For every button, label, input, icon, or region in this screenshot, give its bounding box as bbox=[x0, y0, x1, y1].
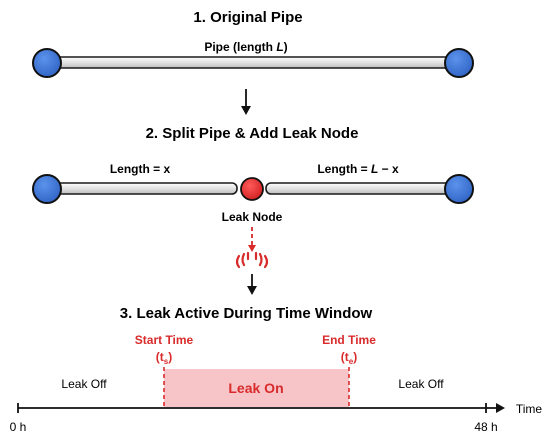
leak-spray-icon bbox=[235, 251, 269, 269]
arrow-down-icon bbox=[241, 89, 251, 115]
split-node-left bbox=[32, 174, 62, 204]
original-node-left bbox=[32, 48, 62, 78]
step1-title: 1. Original Pipe bbox=[193, 9, 302, 26]
step2-title: 2. Split Pipe & Add Leak Node bbox=[146, 125, 359, 142]
leak-node-label: Leak Node bbox=[222, 210, 283, 224]
end-time-symbol: (te) bbox=[341, 350, 357, 366]
right-segment-length-label: Length = L − x bbox=[317, 162, 399, 176]
leak-arrowhead bbox=[248, 245, 256, 252]
pipe-length-label: Pipe (length L) bbox=[204, 40, 287, 54]
end-time-label: End Time bbox=[322, 333, 376, 347]
right-pipe-segment bbox=[265, 182, 463, 195]
start-time-symbol: (ts) bbox=[156, 350, 172, 366]
step3-title: 3. Leak Active During Time Window bbox=[120, 305, 373, 322]
time-axis-label: Time bbox=[516, 402, 543, 416]
arrow-down-icon bbox=[247, 274, 257, 295]
split-node-right bbox=[444, 174, 474, 204]
leak-node bbox=[240, 177, 264, 201]
time-axis-arrowhead bbox=[496, 403, 505, 413]
leak-off-left-label: Leak Off bbox=[61, 377, 107, 391]
leak-on-label: Leak On bbox=[228, 380, 283, 396]
original-node-right bbox=[444, 48, 474, 78]
start-time-label: Start Time bbox=[135, 333, 194, 347]
left-segment-length-label: Length = x bbox=[110, 162, 171, 176]
left-pipe-segment bbox=[43, 182, 238, 195]
leak-on-window bbox=[164, 369, 349, 407]
axis-end-label: 48 h bbox=[474, 420, 497, 434]
leak-off-right-label: Leak Off bbox=[398, 377, 444, 391]
original-pipe bbox=[43, 56, 463, 69]
axis-start-label: 0 h bbox=[10, 420, 27, 434]
